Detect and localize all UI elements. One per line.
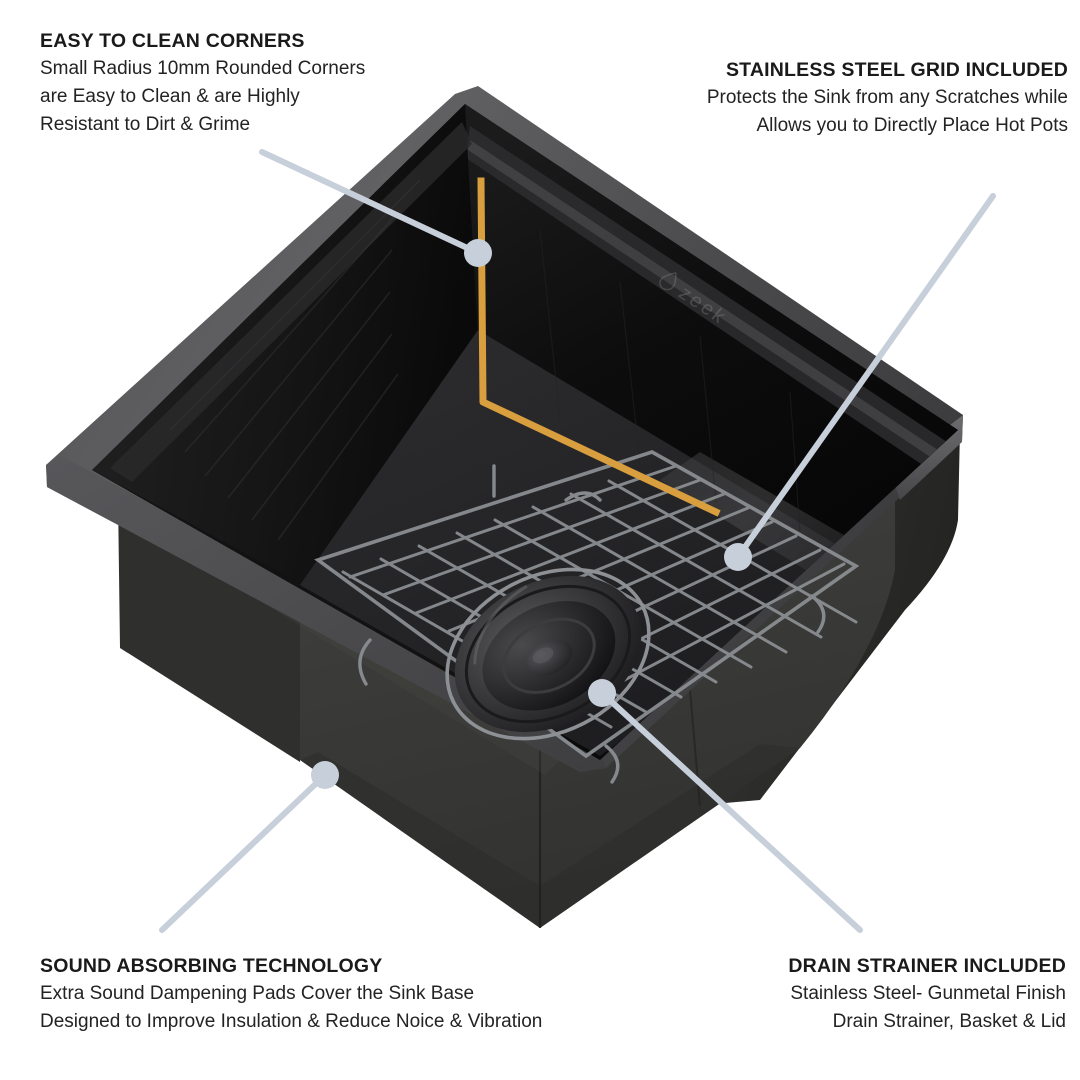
callout-line: Small Radius 10mm Rounded Corners: [40, 58, 366, 80]
callout-drain-strainer-included: DRAIN STRAINER INCLUDED Stainless Steel-…: [788, 953, 1066, 1036]
drain-lid-ring: [502, 617, 596, 694]
callout-stainless-steel-grid-included: STAINLESS STEEL GRID INCLUDED Protects t…: [707, 57, 1068, 140]
callout-easy-to-clean-corners: EASY TO CLEAN CORNERS Small Radius 10mm …: [40, 28, 365, 139]
sink-body-left-panel: [118, 497, 300, 762]
callout-title: SOUND ABSORBING TECHNOLOGY: [40, 955, 383, 977]
callout-line: are Easy to Clean & are Highly: [40, 86, 300, 108]
callout-title: STAINLESS STEEL GRID INCLUDED: [725, 59, 1068, 81]
drain-rim-specular: [473, 584, 528, 665]
callout-title: DRAIN STRAINER INCLUDED: [788, 955, 1066, 977]
grid-drain-ring: [445, 567, 651, 741]
callout-line: Stainless Steel- Gunmetal Finish: [790, 983, 1066, 1005]
callout-sound-absorbing-technology: SOUND ABSORBING TECHNOLOGY Extra Sound D…: [40, 953, 542, 1036]
callout-line: Allows you to Directly Place Hot Pots: [756, 115, 1068, 137]
callout-line: Drain Strainer, Basket & Lid: [832, 1011, 1066, 1033]
callout-line: Protects the Sink from any Scratches whi…: [706, 87, 1068, 109]
callout-line: Resistant to Dirt & Grime: [40, 113, 251, 135]
callout-line: Designed to Improve Insulation & Reduce …: [40, 1011, 543, 1033]
callout-title: EASY TO CLEAN CORNERS: [40, 30, 305, 52]
drain-knob-highlight: [532, 647, 554, 664]
drain-bowl-ring: [464, 584, 632, 724]
callout-line: Extra Sound Dampening Pads Cover the Sin…: [40, 983, 475, 1005]
